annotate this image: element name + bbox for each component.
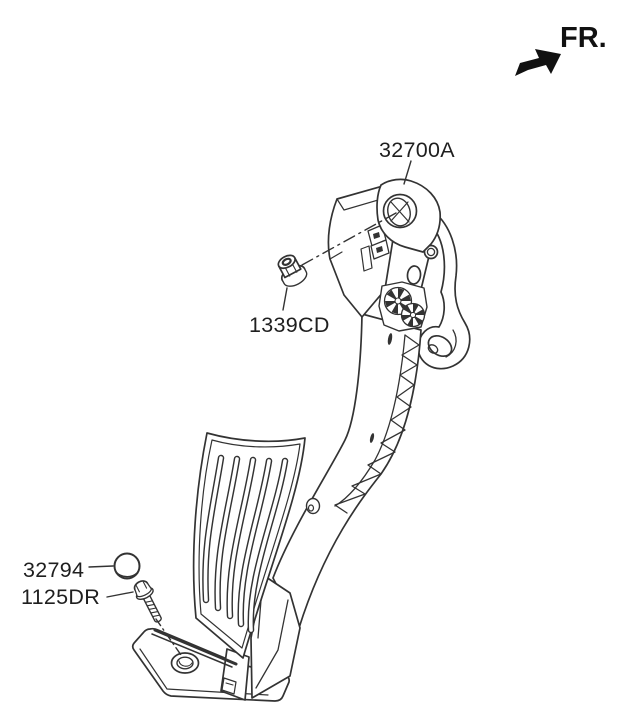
fr-direction-label: FR. — [560, 22, 607, 54]
floor-plate — [131, 627, 291, 702]
return-spring — [378, 281, 428, 332]
pad-ribs — [202, 454, 289, 634]
pad-heel-edge — [153, 628, 238, 666]
plate-grommet-hole — [170, 652, 200, 674]
leader-32700A — [403, 160, 412, 185]
cap-plug — [113, 552, 141, 580]
pivot-head — [376, 178, 442, 253]
leader-1125DR — [106, 591, 134, 598]
leader-32794 — [88, 565, 114, 568]
truss-zigzag — [334, 334, 420, 514]
part-label-32794[interactable]: 32794 — [23, 558, 84, 582]
pedal-assembly-art — [88, 160, 471, 702]
pedal-pad — [151, 432, 306, 668]
cover-oval-hole — [406, 265, 422, 285]
flange-nut — [277, 254, 308, 287]
mount-bracket — [417, 211, 471, 370]
mounting-bolt — [133, 580, 162, 623]
leader-1339CD — [282, 287, 288, 311]
connector-block — [360, 224, 390, 272]
part-label-1339CD[interactable]: 1339CD — [249, 313, 330, 337]
pedal-arm — [272, 313, 422, 629]
part-label-1125DR[interactable]: 1125DR — [21, 585, 100, 609]
cover-bushing — [423, 244, 439, 260]
fr-direction-arrow-icon — [515, 49, 561, 76]
part-label-32700A[interactable]: 32700A — [379, 138, 455, 162]
nut-stud-axis-line — [301, 212, 397, 266]
bolt-axis-line — [155, 618, 182, 656]
